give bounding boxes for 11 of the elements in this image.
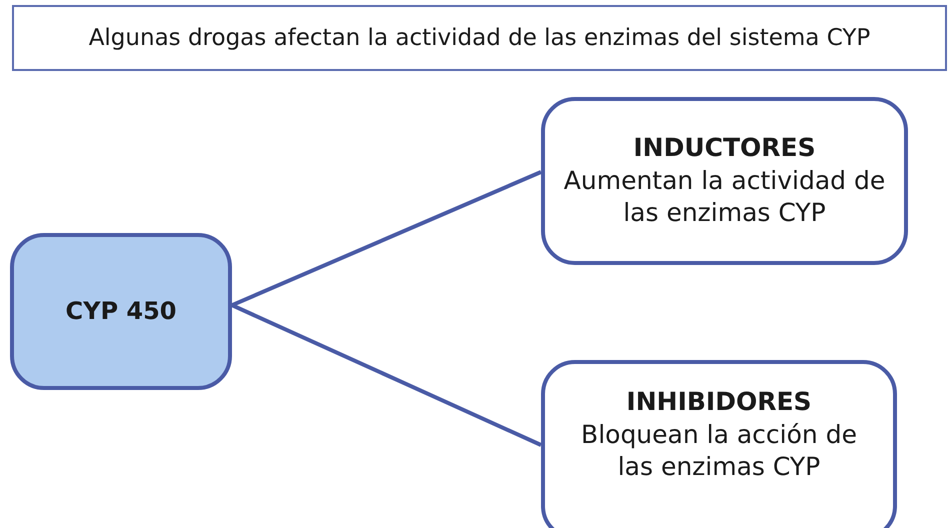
title-box: Algunas drogas afectan la actividad de las enzimas del sistema CYP [12, 5, 947, 71]
node-description: Bloquean la acción de las enzimas CYP [580, 418, 858, 483]
process-box [10, 233, 232, 390]
connector-line [231, 303, 542, 447]
process-box [541, 360, 897, 528]
process-box [541, 97, 908, 265]
node-description: Aumentan la actividad de las enzimas CYP [562, 164, 886, 230]
node-heading: CYP 450 [65, 296, 177, 327]
node-heading: INHIBIDORES [626, 386, 812, 418]
node-heading: INDUCTORES [633, 132, 816, 164]
connector-line [231, 170, 542, 308]
